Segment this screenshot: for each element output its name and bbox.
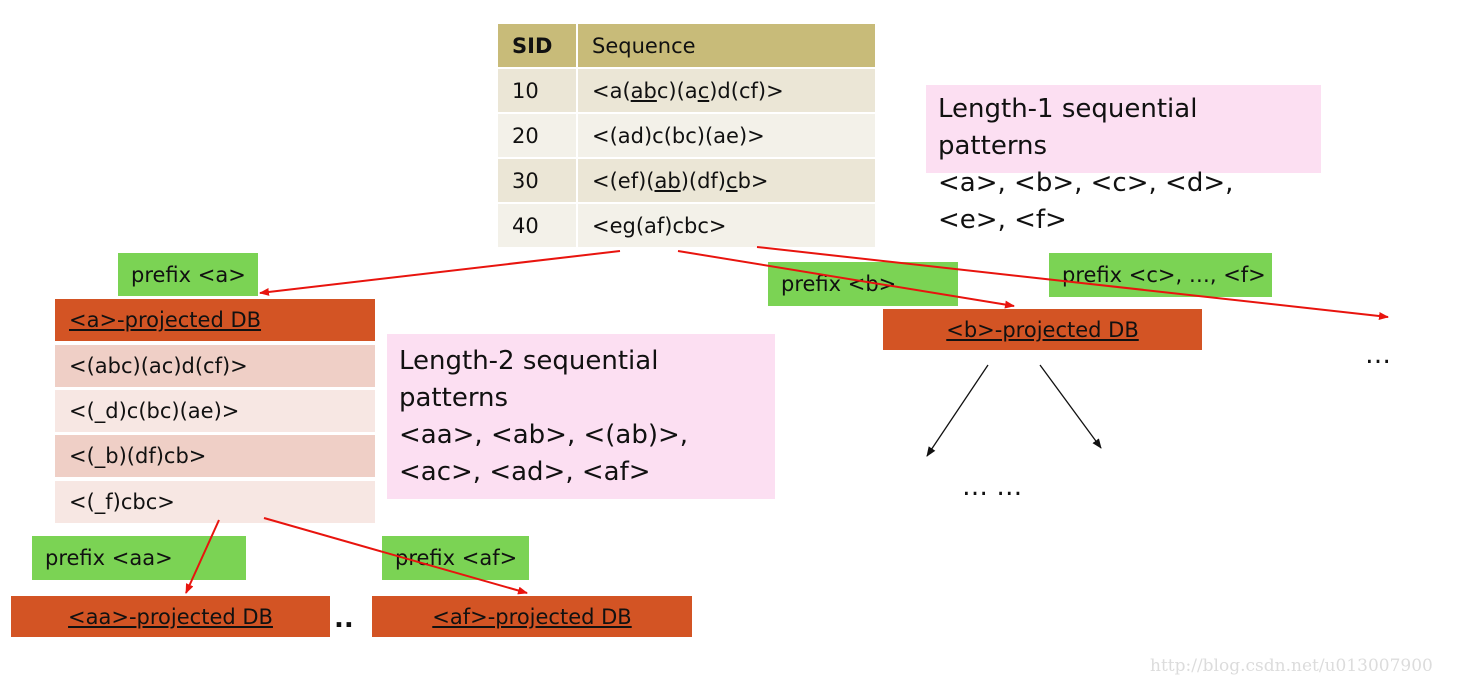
- table-row: 10<a(abc)(ac)d(cf)>: [498, 69, 875, 114]
- arrow-b-child-right: [1039, 364, 1102, 449]
- sequence-cell: <a(abc)(ac)d(cf)>: [578, 69, 875, 114]
- sequence-segment: <a(: [592, 78, 631, 103]
- length2-line4: <ac>, <ad>, <af>: [399, 457, 651, 487]
- sequence-segment: <eg(af)cbc>: [592, 213, 727, 238]
- table-row: 20 <(ad)c(bc)(ae)>: [498, 114, 875, 159]
- arrow-to-a-projected: [259, 250, 621, 296]
- sid-column-header: SID: [498, 24, 578, 69]
- arrow-b-child-left: [926, 364, 989, 457]
- a-projected-row: <(abc)(ac)d(cf)>: [55, 345, 375, 387]
- sequence-segment: c)(a: [656, 78, 698, 103]
- aa-projected-db-header: <aa>-projected DB: [11, 596, 330, 637]
- watermark: http://blog.csdn.net/u013007900: [1150, 656, 1433, 676]
- a-projected-row: <(_d)c(bc)(ae)>: [55, 390, 375, 432]
- sequence-database-table: SID Sequence 10<a(abc)(ac)d(cf)>20<(ad)c…: [498, 24, 875, 249]
- af-projected-db-header: <af>-projected DB: [372, 596, 692, 637]
- prefix-aa-label: prefix <aa>: [32, 536, 246, 580]
- a-projected-row: <(_b)(df)cb>: [55, 435, 375, 477]
- af-projected-db-title: <af>-projected DB: [432, 604, 632, 629]
- length1-patterns: <a>, <b>, <c>, <d>, <e>, <f>: [938, 168, 1234, 235]
- a-projected-row: <(_f)cbc>: [55, 481, 375, 523]
- sid-cell: 10: [498, 69, 578, 114]
- sequence-segment: b>: [737, 168, 769, 193]
- b-children-ellipsis: … …: [962, 472, 1023, 502]
- sequence-segment: <(ad)c(bc)(ae)>: [592, 123, 765, 148]
- sid-cell: 20: [498, 114, 578, 159]
- prefix-af-label: prefix <af>: [382, 536, 529, 580]
- aa-more-ellipsis: ..: [334, 604, 354, 634]
- b-projected-db-header: <b>-projected DB: [883, 309, 1202, 350]
- length2-line3: <aa>, <ab>, <(ab)>,: [399, 420, 689, 450]
- length2-line1: Length-2 sequential: [399, 346, 659, 376]
- length1-patterns-box: Length-1 sequential patterns <a>, <b>, <…: [926, 85, 1321, 235]
- sequence-cell: <(ad)c(bc)(ae)>: [578, 114, 875, 159]
- right-branch-ellipsis: …: [1365, 340, 1391, 370]
- length2-line2: patterns: [399, 383, 509, 413]
- aa-projected-db-title: <aa>-projected DB: [68, 604, 273, 629]
- table-row: 30<(ef)(ab)(df)cb>: [498, 159, 875, 204]
- prefix-b-label: prefix <b>: [768, 262, 958, 306]
- sequence-column-header: Sequence: [578, 24, 875, 69]
- length2-patterns-box: Length-2 sequential patterns <aa>, <ab>,…: [387, 334, 775, 499]
- sequence-segment: <(ef)(: [592, 168, 655, 193]
- b-projected-db-title: <b>-projected DB: [946, 317, 1139, 342]
- prefix-a-label: prefix <a>: [118, 253, 258, 296]
- underlined-segment: c: [697, 78, 710, 103]
- a-projected-db-title: <a>-projected DB: [69, 308, 262, 332]
- sid-cell: 30: [498, 159, 578, 204]
- length1-title: Length-1 sequential patterns: [938, 94, 1198, 161]
- prefix-c-to-f-label: prefix <c>, …, <f>: [1049, 253, 1272, 297]
- sid-cell: 40: [498, 204, 578, 249]
- sequence-cell: <(ef)(ab)(df)cb>: [578, 159, 875, 204]
- sequence-segment: )(df): [680, 168, 727, 193]
- table-header-row: SID Sequence: [498, 24, 875, 69]
- sequence-cell: <eg(af)cbc>: [578, 204, 875, 249]
- underlined-segment: c: [726, 168, 738, 193]
- table-row: 40 <eg(af)cbc>: [498, 204, 875, 249]
- underlined-segment: ab: [630, 78, 657, 103]
- underlined-segment: ab: [654, 168, 681, 193]
- a-projected-db-header: <a>-projected DB: [55, 299, 375, 341]
- sequence-segment: )d(cf)>: [709, 78, 784, 103]
